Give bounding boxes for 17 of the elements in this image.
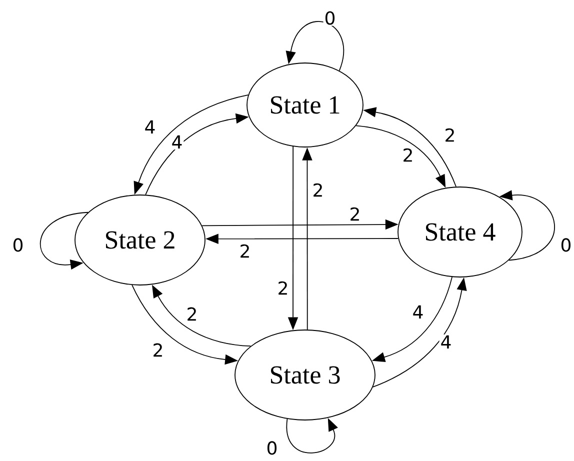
edge-label: 0: [11, 237, 25, 253]
edge-label: 2: [401, 147, 415, 163]
edge-label: 4: [411, 304, 425, 320]
edge-label: 2: [311, 182, 325, 198]
edge-label: 4: [170, 134, 184, 150]
edge-label: 2: [185, 306, 199, 322]
edge-label: 4: [439, 334, 453, 350]
edge-label: 0: [265, 440, 279, 456]
edge-label: 0: [323, 10, 337, 26]
edge-label: 2: [151, 342, 165, 358]
edge-label: 2: [348, 206, 362, 222]
edge-label: 2: [443, 127, 457, 143]
arrow: [286, 21, 344, 72]
edge-label: 2: [276, 280, 290, 296]
edge-label: 4: [143, 119, 157, 135]
edge-label: 2: [238, 243, 252, 259]
edge-label: 0: [559, 237, 573, 253]
